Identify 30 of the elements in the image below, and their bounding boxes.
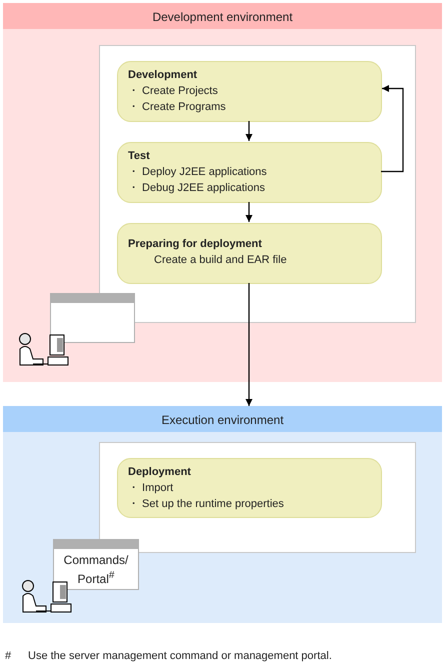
process-box [117, 142, 382, 203]
tool-window [50, 293, 135, 343]
list-item: ・ Import [128, 481, 174, 496]
work-area-box [99, 45, 416, 323]
environment-panel [3, 3, 442, 382]
panel-title: Execution environment [161, 412, 284, 427]
list-item: ・ Debug J2EE applications [128, 181, 266, 196]
step-title: Deployment [128, 465, 192, 480]
arrow [381, 85, 404, 172]
list-item: ・ Create Programs [128, 100, 227, 115]
process-box [117, 223, 382, 284]
arrow [246, 202, 252, 222]
list-item: ・ Set up the runtime properties [128, 497, 285, 512]
step-title: Development [128, 68, 198, 83]
arrow [246, 283, 252, 406]
window-label: Commands/ Portal$^{#}$ [62, 552, 130, 586]
step-title: Test [128, 149, 151, 164]
work-area-box [99, 442, 416, 553]
process-box [117, 61, 382, 122]
process-box [117, 458, 382, 518]
list-item: ・ Deploy J2EE applications [128, 165, 268, 180]
step-description: Create a build and EAR file [153, 253, 288, 268]
step-title: Preparing for deployment [128, 237, 263, 252]
footnote-text: Use the server management command or management portal. [28, 650, 332, 662]
environment-panel [3, 406, 442, 623]
panel-title: Development environment [152, 10, 293, 24]
footnote-mark: # [5, 650, 12, 662]
list-item: ・ Create Projects [128, 84, 219, 99]
tool-window [53, 539, 139, 590]
arrow [246, 121, 252, 141]
